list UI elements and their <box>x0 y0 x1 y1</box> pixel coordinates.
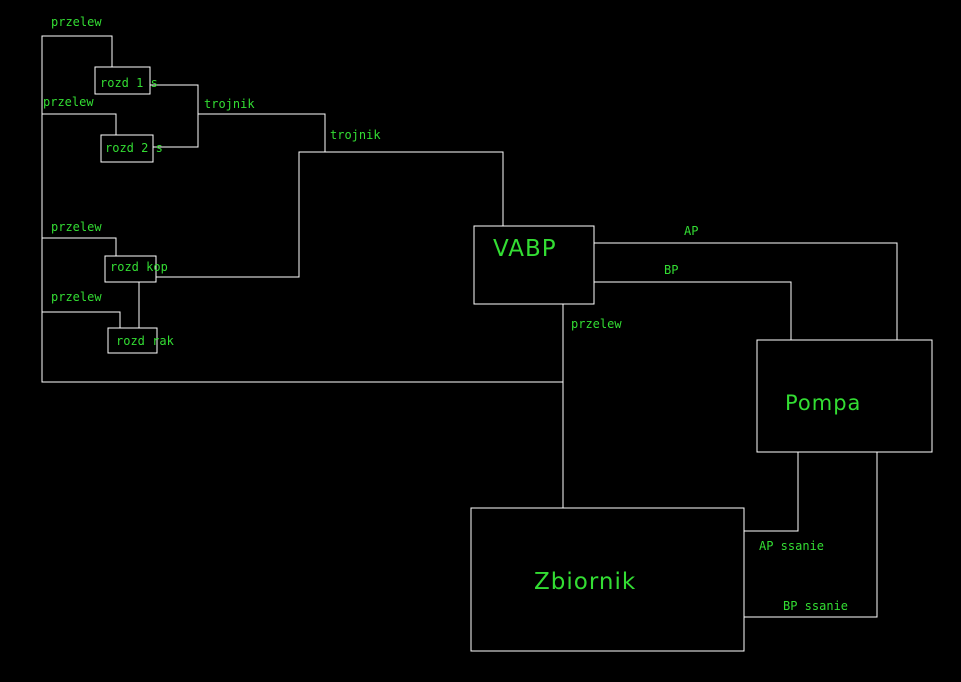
wire-trojnik-sections <box>150 84 199 148</box>
box-label-pompa: Pompa <box>785 391 862 415</box>
label-ap: AP <box>684 224 699 238</box>
label-przelew: przelew <box>51 290 102 304</box>
box-rozd-2s <box>100 134 154 163</box>
box-rozd-1s <box>94 66 151 95</box>
box-label-rozd-rak: rozd rak <box>116 334 174 348</box>
wire-ap-ssanie <box>744 452 799 532</box>
wire-przelew-1s <box>41 35 563 383</box>
wire-ap <box>594 242 898 340</box>
label-trojnik: trojnik <box>330 128 381 142</box>
label-ap-ssanie: AP ssanie <box>759 539 825 553</box>
box-pompa <box>756 339 933 453</box>
box-rozd-kop <box>104 255 157 283</box>
label-przelew: przelew <box>571 317 622 331</box>
label-przelew: przelew <box>51 220 102 234</box>
wire-bp <box>594 281 792 340</box>
wire-trojnik-2 <box>156 151 504 278</box>
wire-przelew-rak <box>42 311 121 328</box>
wire-przelew-2s <box>42 113 117 135</box>
box-rozd-rak <box>107 327 158 354</box>
label-bp: BP <box>664 263 679 277</box>
label-przelew: przelew <box>43 95 94 109</box>
wire-przelew-kop <box>42 237 117 256</box>
label-bp-ssanie: BP ssanie <box>783 599 849 613</box>
wire-trojnik-1 <box>198 113 326 152</box>
box-zbiornik <box>470 507 745 652</box>
box-label-vabp: VABP <box>493 236 557 262</box>
label-trojnik: trojnik <box>204 97 255 111</box>
label-przelew: przelew <box>51 15 102 29</box>
box-label-rozd-1s: rozd 1 s <box>100 76 158 90</box>
box-vabp <box>473 225 595 305</box>
wire-bp-ssanie <box>744 452 878 618</box>
box-label-rozd-2s: rozd 2 s <box>105 141 163 155</box>
box-label-zbiornik: Zbiornik <box>534 569 637 595</box>
box-label-rozd-kop: rozd kop <box>110 260 168 274</box>
